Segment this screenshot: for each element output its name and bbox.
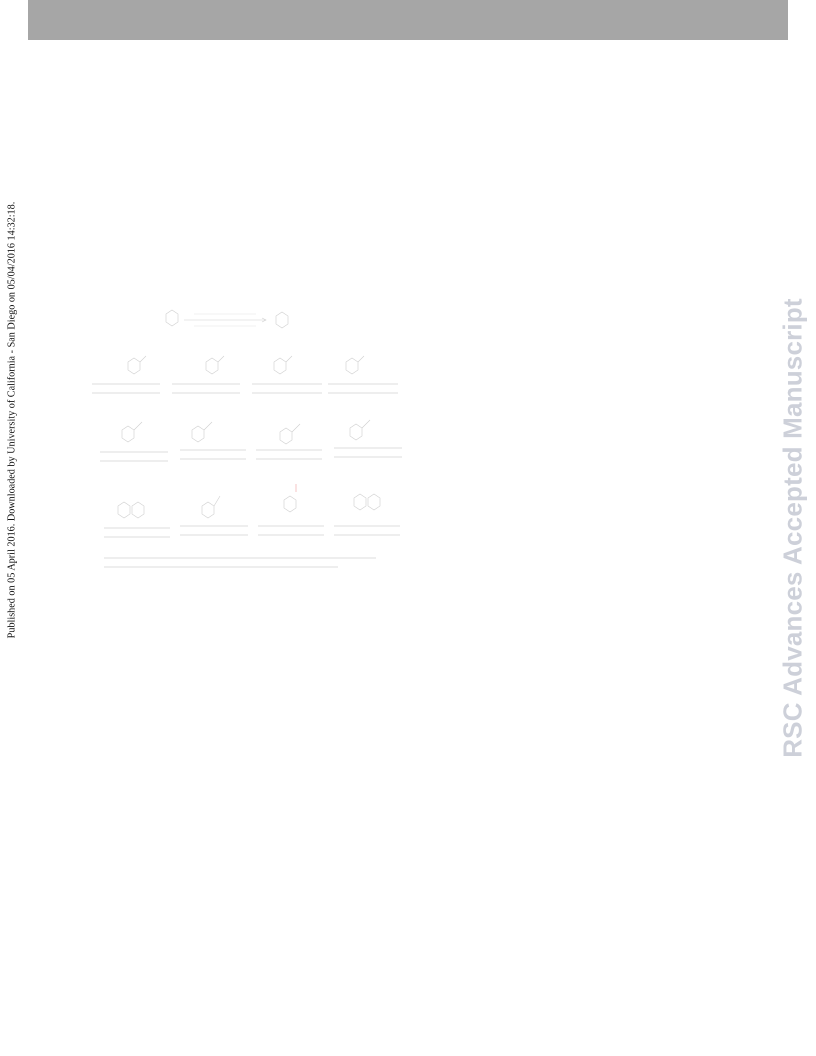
structure-row-3 — [117, 493, 381, 519]
structure-row-1 — [127, 355, 365, 375]
reaction-scheme-figure — [88, 300, 418, 580]
accepted-manuscript-watermark: RSC Advances Accepted Manuscript — [777, 298, 808, 758]
product-ring — [275, 311, 289, 329]
publication-note: Published on 05 April 2016. Downloaded b… — [6, 201, 18, 639]
reactant-ring — [165, 309, 179, 327]
reaction-arrowhead — [261, 317, 267, 323]
reaction-scheme-drawing — [92, 309, 402, 568]
structure-row-2 — [121, 419, 371, 445]
faint-caption-strokes — [92, 383, 402, 568]
header-band — [28, 0, 788, 40]
